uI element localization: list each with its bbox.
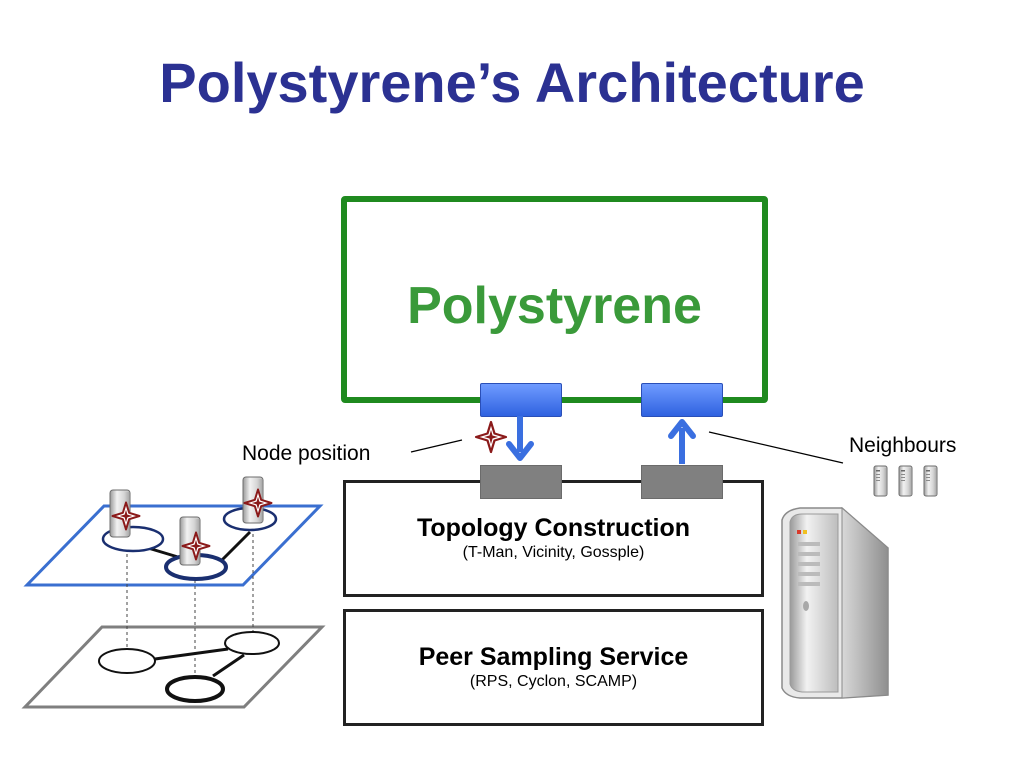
neighbour-servers-icon xyxy=(873,465,938,497)
polystyrene-layer-box: Polystyrene xyxy=(341,196,768,403)
server-tower-icon xyxy=(781,506,889,699)
polystyrene-input-port xyxy=(641,383,723,417)
position-marker-star-icon xyxy=(474,420,508,454)
neighbours-label: Neighbours xyxy=(849,434,957,457)
slide-title: Polystyrene’s Architecture xyxy=(159,51,865,114)
projection-lines xyxy=(126,522,254,681)
topology-output-port xyxy=(641,465,723,499)
peer-sampling-title: Peer Sampling Service xyxy=(418,643,689,671)
node-position-label: Node position xyxy=(242,442,371,465)
node-position-leader-line xyxy=(410,439,463,453)
down-arrow xyxy=(506,416,534,461)
lower-node-3 xyxy=(165,675,225,703)
node-server-icon xyxy=(109,489,141,538)
lower-graph-edges xyxy=(154,647,245,678)
polystyrene-label: Polystyrene xyxy=(407,277,702,335)
lower-node-2 xyxy=(224,631,280,655)
peer-sampling-service-box: Peer Sampling Service (RPS, Cyclon, SCAM… xyxy=(343,609,764,726)
node-server-icon xyxy=(242,476,273,524)
neighbours-leader-line xyxy=(708,431,844,464)
upper-graph-edges xyxy=(147,530,252,562)
topology-input-port xyxy=(480,465,562,499)
polystyrene-output-port xyxy=(480,383,562,417)
topology-construction-title: Topology Construction xyxy=(416,514,691,542)
topology-construction-box: Topology Construction (T-Man, Vicinity, … xyxy=(343,480,764,597)
topology-construction-subtitle: (T-Man, Vicinity, Gossple) xyxy=(462,544,645,561)
peer-sampling-subtitle: (RPS, Cyclon, SCAMP) xyxy=(469,673,638,690)
lower-node-1 xyxy=(98,648,156,674)
node-server-icon xyxy=(179,516,211,566)
up-arrow xyxy=(668,419,696,464)
